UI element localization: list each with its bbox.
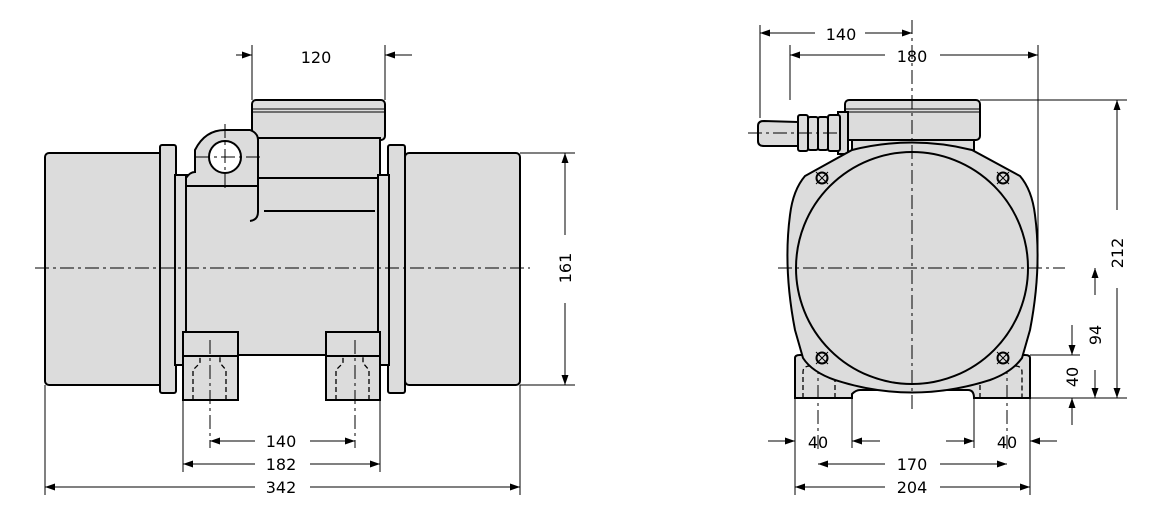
bolt-icon (815, 171, 829, 185)
dim-161: 161 (556, 253, 575, 284)
right-flange (387, 144, 406, 394)
dim-40-left: 40 (808, 433, 828, 452)
end-view: 140 180 212 94 40 40 40 170 204 (748, 20, 1127, 497)
side-view: 120 161 140 182 342 (35, 45, 575, 497)
terminal-box-neck (257, 137, 381, 179)
dim-140-end: 140 (826, 25, 857, 44)
motor-body (185, 174, 381, 356)
left-flange (159, 144, 177, 394)
bolt-icon (996, 171, 1010, 185)
dim-40-height: 40 (1063, 367, 1082, 387)
dim-180: 180 (897, 47, 928, 66)
right-step (377, 174, 390, 366)
dim-342: 342 (266, 478, 297, 497)
dim-94: 94 (1086, 325, 1105, 345)
bolt-icon (996, 351, 1010, 365)
cable-gland (748, 111, 849, 155)
dim-40-right: 40 (997, 433, 1017, 452)
right-drum (404, 152, 521, 386)
dim-182: 182 (266, 455, 297, 474)
dim-140-side: 140 (266, 432, 297, 451)
left-drum (44, 152, 164, 386)
bolt-icons (815, 171, 1010, 365)
right-foot (325, 331, 381, 401)
bolt-icon (815, 351, 829, 365)
dim-204: 204 (897, 478, 928, 497)
dim-120: 120 (301, 48, 332, 67)
terminal-box-cap (251, 99, 386, 141)
dim-170: 170 (897, 455, 928, 474)
dim-212: 212 (1108, 238, 1127, 269)
